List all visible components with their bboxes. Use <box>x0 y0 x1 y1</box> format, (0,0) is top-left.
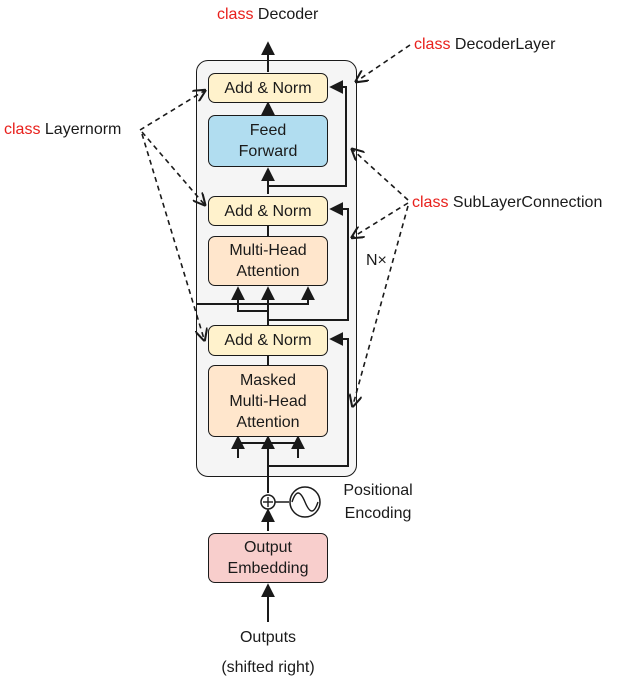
outputs-label: Outputs <box>239 629 297 646</box>
feed-forward-block: Feed Forward <box>208 115 328 167</box>
sublayer-pointer-top <box>353 150 409 201</box>
masked-attention-block: Masked Multi-Head Attention <box>208 365 328 437</box>
layernorm-pointer-top <box>139 91 204 131</box>
class-name: Layernorm <box>44 121 122 138</box>
residual-top <box>268 80 347 187</box>
decoderlayer-pointer <box>357 44 411 81</box>
keyword: class <box>414 36 451 53</box>
multi-head-attention-block: Multi-Head Attention <box>208 236 328 286</box>
repeat-count-label: N× <box>366 252 387 269</box>
output-embedding-block: Output Embedding <box>208 533 328 583</box>
residual-mid <box>268 202 349 321</box>
class-name: SubLayerConnection <box>452 194 603 211</box>
add-norm-mid-block: Add & Norm <box>208 196 328 226</box>
positional-encoding-label: Positional Encoding <box>332 481 424 524</box>
layernorm-pointer-bottom <box>141 133 204 339</box>
class-name: Decoder <box>257 6 319 23</box>
class-name: DecoderLayer <box>454 36 556 53</box>
decoderlayer-class-label: class DecoderLayer <box>414 35 555 55</box>
add-norm-bottom-block: Add & Norm <box>208 325 328 356</box>
mha-input-left <box>231 286 268 312</box>
sublayer-pointer-bottom <box>353 205 409 405</box>
layernorm-class-label: class Layernorm <box>4 120 121 140</box>
keyword: class <box>4 121 41 138</box>
pe-line2: Encoding <box>344 505 412 522</box>
decoder-class-label: class Decoder <box>217 5 318 25</box>
shifted-right-label: (shifted right) <box>221 659 315 676</box>
keyword: class <box>217 6 254 23</box>
layernorm-pointer-mid <box>141 131 204 204</box>
pe-line1: Positional <box>343 482 413 499</box>
add-norm-top-block: Add & Norm <box>208 73 328 103</box>
sine-wave-icon <box>289 486 321 518</box>
encoder-memory-line <box>196 286 315 305</box>
sublayer-pointer-mid <box>353 202 409 237</box>
residual-bottom <box>268 332 349 467</box>
keyword: class <box>412 194 449 211</box>
sublayerconnection-class-label: class SubLayerConnection <box>412 193 602 213</box>
